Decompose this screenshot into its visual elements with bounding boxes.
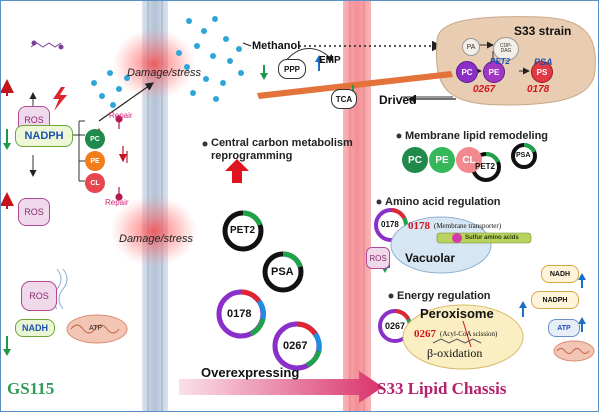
s33-pe-node: PE bbox=[483, 61, 505, 83]
nadh-label-left: NADH bbox=[22, 323, 48, 333]
drived-label: Drived bbox=[379, 93, 417, 107]
nadph-badge: NADPH bbox=[15, 125, 73, 147]
plasmid-0178-label: 0178 bbox=[227, 308, 252, 320]
reprogramming-up-arrow bbox=[225, 159, 249, 183]
right-plasmid-psa bbox=[511, 143, 537, 169]
nadh-label-right: NADH bbox=[549, 270, 571, 278]
membrane-remodeling-title: Membrane lipid remodeling bbox=[405, 130, 549, 142]
overexpressing-label: Overexpressing bbox=[201, 365, 300, 380]
beta-oxidation-label: β-oxidation bbox=[427, 346, 483, 360]
ros-badge-lower: ROS bbox=[21, 281, 57, 311]
particle-dots bbox=[91, 16, 244, 108]
atp-label-left: ATP bbox=[89, 325, 103, 332]
t0178-red: 0178 bbox=[408, 220, 430, 232]
atp-badge-right: ATP bbox=[548, 319, 580, 337]
repair-label-top: Repair bbox=[109, 111, 133, 120]
methanol-label: Methanol bbox=[252, 40, 301, 52]
lipid-pc-left: PC bbox=[85, 129, 105, 149]
molecule-sketch bbox=[30, 40, 64, 50]
s33-0178-label: 0178 bbox=[527, 84, 550, 95]
nadh-badge-left: NADH bbox=[15, 319, 55, 337]
right-up-arrowheads bbox=[519, 273, 586, 324]
stress-glow-top bbox=[112, 28, 196, 100]
s33-pet2-label: PET2 bbox=[490, 57, 511, 66]
s33-lipid-chassis-label: S33 Lipid Chassis bbox=[377, 379, 507, 398]
plasmid-psa-label: PSA bbox=[271, 266, 294, 278]
s33-cdpdag-node: CDP- DAG bbox=[493, 37, 519, 61]
nadh-badge-right: NADH bbox=[541, 265, 579, 283]
emp-label: EMP bbox=[319, 55, 341, 66]
lipid-cl-right: CL bbox=[456, 147, 482, 173]
s33-pa-node: PA bbox=[462, 38, 480, 56]
transporter-dot bbox=[452, 233, 462, 243]
ros-label-top: ROS bbox=[24, 114, 44, 125]
plasmid-0267-ring bbox=[272, 321, 322, 371]
ros-badge-right: ROS bbox=[366, 247, 390, 269]
s33-0267-label: 0267 bbox=[473, 84, 496, 95]
s33-ps-node: PS bbox=[531, 61, 553, 83]
ccm-title-line1: Central carbon metabolism bbox=[211, 137, 353, 149]
sulfur-amino-acids-label: Sulfur amino acids bbox=[465, 235, 519, 241]
t0267-note: (Acyl-CoA scission) bbox=[440, 330, 498, 338]
nadph-label-right: NADPH bbox=[542, 296, 568, 304]
t0267-red: 0267 bbox=[414, 328, 436, 340]
peroxisome-shape bbox=[402, 304, 524, 370]
tca-node: TCA bbox=[331, 89, 357, 109]
ppp-node: PPP bbox=[278, 59, 306, 79]
methanol-lead-line bbox=[242, 42, 252, 47]
lipid-cl-left: CL bbox=[85, 173, 105, 193]
s33-psa-label: PSA bbox=[534, 57, 553, 67]
s33-pc-node: PC bbox=[456, 61, 478, 83]
lipid-tail-symbols bbox=[115, 115, 128, 201]
stress-glow-bottom bbox=[110, 195, 198, 267]
ros-label-right: ROS bbox=[369, 253, 387, 263]
right-0267-plasmid-label: 0267 bbox=[385, 321, 406, 331]
atp-label-right: ATP bbox=[557, 324, 571, 332]
right-psa-label: PSA bbox=[516, 152, 531, 159]
beta-oxidation-chain bbox=[432, 320, 482, 348]
gs115-label: GS115 bbox=[7, 379, 55, 398]
vacuolar-label: Vacuolar bbox=[405, 251, 456, 265]
repair-label-bottom: Repair bbox=[105, 198, 129, 207]
plasmid-pet2-ring bbox=[222, 210, 264, 252]
right-pet2-label: PET2 bbox=[475, 162, 496, 171]
ros-badge-mid: ROS bbox=[18, 198, 50, 226]
s33-strain-title: S33 strain bbox=[514, 24, 572, 38]
right-membrane bbox=[343, 1, 371, 411]
plasmid-0267-label: 0267 bbox=[283, 340, 308, 352]
lipid-pe-right: PE bbox=[429, 147, 455, 173]
nadph-badge-right: NADPH bbox=[531, 291, 579, 309]
damage-stress-top: Damage/stress bbox=[127, 67, 201, 79]
vacuole-shape bbox=[390, 216, 492, 274]
plasmid-psa-ring bbox=[262, 251, 304, 293]
overexpressing-arrow bbox=[179, 371, 383, 403]
t0178-note: (Membrane transporter) bbox=[434, 222, 502, 230]
plasmid-rings bbox=[216, 210, 322, 371]
mitochondrion-right bbox=[553, 340, 595, 362]
stress-arrow-top bbox=[98, 82, 154, 122]
ccm-title-line2: reprogramming bbox=[211, 150, 293, 162]
lightning-icon bbox=[53, 87, 67, 111]
metabolism-balance bbox=[257, 71, 456, 104]
damage-stress-bottom: Damage/stress bbox=[119, 233, 193, 245]
energy-regulation-title: Energy regulation bbox=[397, 290, 491, 302]
peroxisome-label: Peroxisome bbox=[420, 306, 494, 321]
ros-label-lower: ROS bbox=[29, 291, 49, 301]
plasmid-0178-ring bbox=[216, 289, 266, 339]
lipid-pe-left: PE bbox=[85, 151, 105, 171]
right-0178-plasmid-label: 0178 bbox=[381, 220, 399, 229]
lipid-pc-right: PC bbox=[402, 147, 428, 173]
nadph-label: NADPH bbox=[24, 130, 64, 142]
left-up-down-arrows bbox=[1, 79, 14, 356]
mitochondrion-left bbox=[66, 314, 128, 344]
ros-label-mid: ROS bbox=[24, 207, 44, 217]
plasmid-pet2-label: PET2 bbox=[230, 225, 256, 236]
amino-regulation-title: Amino acid regulation bbox=[385, 196, 501, 208]
bullet-points bbox=[202, 133, 402, 299]
